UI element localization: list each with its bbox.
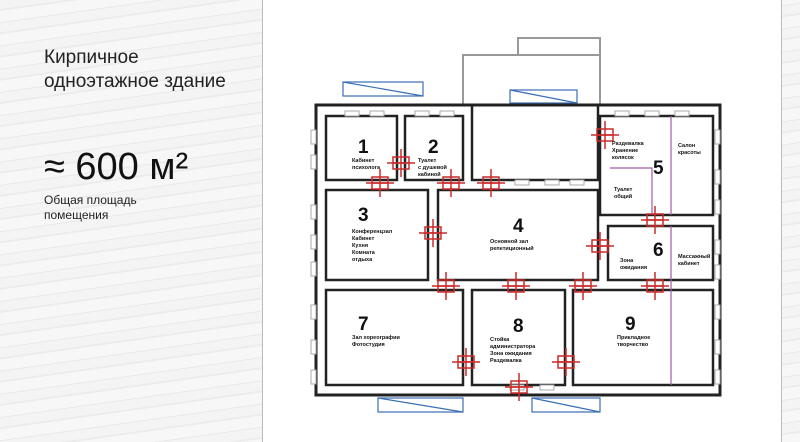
window — [614, 110, 630, 117]
door-marker — [366, 169, 394, 197]
room-wall — [470, 288, 567, 387]
window — [310, 234, 317, 250]
partitions — [610, 116, 672, 385]
door-marker — [569, 272, 597, 300]
window — [644, 110, 660, 117]
windows-blue — [342, 81, 601, 413]
door-marker — [591, 121, 619, 149]
window — [714, 304, 721, 320]
room-wall — [324, 188, 430, 282]
window — [539, 384, 555, 391]
room-wall — [403, 114, 465, 182]
room-number-3: 3 — [358, 205, 369, 226]
door-marker — [641, 272, 669, 300]
door-marker — [641, 206, 669, 234]
area-value: ≈ 600 м² — [44, 146, 189, 188]
door-marker — [586, 232, 614, 260]
room-number-9: 9 — [625, 314, 636, 335]
door-marker — [477, 169, 505, 197]
room-number-5: 5 — [653, 158, 664, 179]
window — [714, 369, 721, 385]
window — [544, 179, 560, 186]
room-wall — [470, 103, 600, 182]
window — [514, 179, 530, 186]
room-wall — [571, 288, 715, 387]
door-marker — [432, 272, 460, 300]
window — [714, 199, 721, 215]
building-title: Кирпичное одноэтажное здание — [44, 47, 226, 92]
window — [714, 339, 721, 355]
room-wall — [324, 114, 399, 182]
room-number-2: 2 — [428, 137, 439, 158]
door-marker — [505, 373, 533, 401]
room-number-6: 6 — [653, 240, 664, 261]
annex — [462, 37, 601, 106]
window — [310, 129, 317, 145]
room-number-8: 8 — [513, 316, 524, 337]
window — [714, 169, 721, 185]
door-marker — [552, 348, 580, 376]
window — [344, 110, 360, 117]
window — [674, 110, 690, 117]
window — [714, 239, 721, 255]
window — [414, 110, 430, 117]
window — [714, 129, 721, 145]
window — [310, 261, 317, 277]
window — [714, 264, 721, 280]
window — [310, 154, 317, 170]
window — [310, 204, 317, 220]
window — [369, 110, 385, 117]
floor-plan-panel — [262, 0, 782, 442]
window — [310, 369, 317, 385]
door-marker — [437, 169, 465, 197]
window — [439, 110, 455, 117]
window — [310, 304, 317, 320]
door-marker — [502, 272, 530, 300]
room-number-7: 7 — [358, 314, 369, 335]
room-number-4: 4 — [513, 216, 524, 237]
window — [310, 339, 317, 355]
door-marker — [452, 348, 480, 376]
room-wall — [324, 288, 465, 387]
area-caption: Общая площадь помещения — [44, 193, 137, 222]
room-number-1: 1 — [358, 137, 369, 158]
door-marker — [419, 219, 447, 247]
door-marker — [387, 149, 415, 177]
window — [569, 179, 585, 186]
